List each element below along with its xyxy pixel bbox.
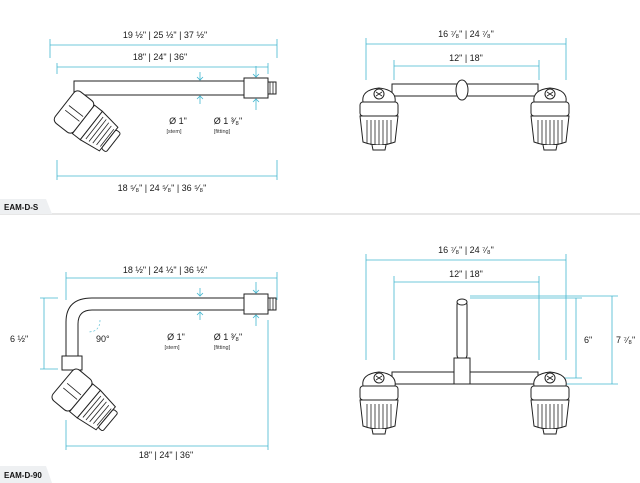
top-front-overall-dim: 16 ⁷⁄₈" | 24 ⁷⁄₈"	[438, 29, 494, 39]
top-side-view	[49, 39, 278, 180]
bottom-model-label: EAM-D-90	[4, 471, 42, 480]
top-side-overall-dim: 19 ½" | 25 ½" | 37 ½"	[123, 30, 207, 40]
top-side-stem-length-dim: 18" | 24" | 36"	[133, 52, 187, 62]
bottom-side-view	[40, 272, 278, 450]
bottom-front-view	[359, 254, 618, 435]
bottom-fitting-diameter: Ø 1 ³⁄₈"	[214, 332, 242, 342]
top-stem-diameter: Ø 1"	[169, 116, 187, 126]
bottom-stem-diameter: Ø 1"	[167, 332, 185, 342]
bottom-side-overall-dim: 18 ½" | 24 ½" | 36 ½"	[123, 265, 207, 275]
top-fitting-diameter: Ø 1 ³⁄₈"	[214, 116, 242, 126]
bottom-front-overall-dim: 16 ⁷⁄₈" | 24 ⁷⁄₈"	[438, 245, 494, 255]
bottom-angle-label: 90°	[96, 334, 110, 344]
bottom-front-outer-height: 7 ⁷⁄₈"	[616, 335, 635, 345]
bottom-stem-diameter-note: [stem]	[165, 345, 180, 351]
bottom-drop-dim: 6 ½"	[10, 334, 28, 344]
top-front-center-dim: 12" | 18"	[449, 53, 483, 63]
top-fitting-diameter-note: [fitting]	[214, 129, 231, 135]
top-model-label: EAM-D-S	[4, 203, 39, 212]
bottom-front-inner-height: 6"	[584, 335, 592, 345]
top-side-bottom-dim: 18 ⁵⁄₈" | 24 ⁵⁄₈" | 36 ⁵⁄₈"	[118, 183, 207, 193]
top-front-view	[359, 38, 570, 151]
bottom-front-center-dim: 12" | 18"	[449, 269, 483, 279]
bottom-fitting-diameter-note: [fitting]	[214, 345, 231, 351]
top-stem-diameter-note: [stem]	[167, 129, 182, 135]
bottom-side-bottom-dim: 18" | 24" | 36"	[139, 450, 193, 460]
top-label-tab	[0, 199, 52, 214]
bottom-label-tab	[0, 466, 52, 483]
